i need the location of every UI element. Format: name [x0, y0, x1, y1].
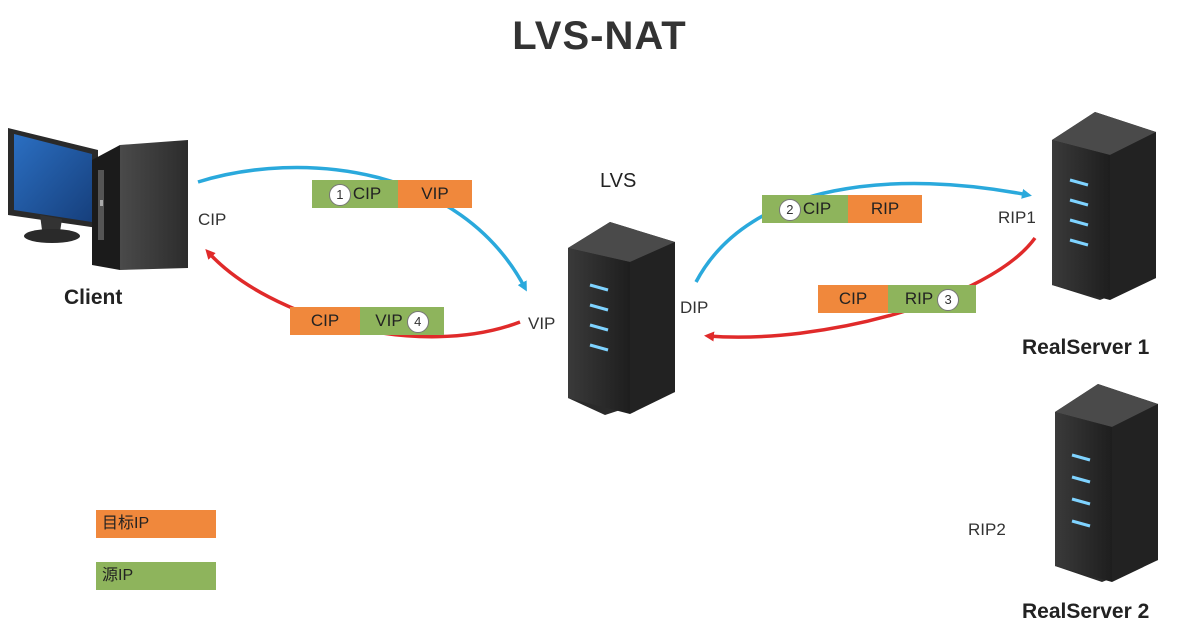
request-arrow-lvs-to-rs: [694, 181, 1032, 283]
dip-label: DIP: [680, 298, 709, 317]
packet-2-destination: RIP: [848, 195, 922, 223]
step-2-badge: 2: [778, 198, 801, 221]
diagram-title: LVS-NAT: [512, 14, 687, 58]
packet-1-destination: VIP: [398, 180, 472, 208]
vip-label: VIP: [528, 314, 556, 333]
response-arrow-rs-to-lvs: [704, 236, 1037, 342]
step-4-badge: 4: [406, 310, 429, 333]
cip-label: CIP: [198, 210, 227, 229]
packet-3-destination: CIP: [818, 285, 888, 313]
rip1-label: RIP1: [998, 208, 1036, 227]
client-computer-icon: [8, 128, 188, 270]
rip2-label: RIP2: [968, 520, 1006, 539]
step-3-badge: 3: [937, 288, 960, 311]
client-label: Client: [64, 286, 123, 309]
realserver2-label: RealServer 2: [1022, 600, 1150, 623]
realserver1-icon: [1052, 112, 1156, 300]
lvs-server-icon: [568, 222, 675, 415]
realserver1-label: RealServer 1: [1022, 336, 1150, 359]
request-arrow-client-to-lvs: [197, 165, 527, 292]
step-1-badge: 1: [328, 183, 351, 206]
realserver2-icon: [1055, 384, 1158, 582]
legend-destination-ip: 目标IP: [96, 510, 216, 538]
packet-4-destination: CIP: [290, 307, 360, 335]
legend-source-ip: 源IP: [96, 562, 216, 590]
lvs-label: LVS: [600, 170, 637, 192]
